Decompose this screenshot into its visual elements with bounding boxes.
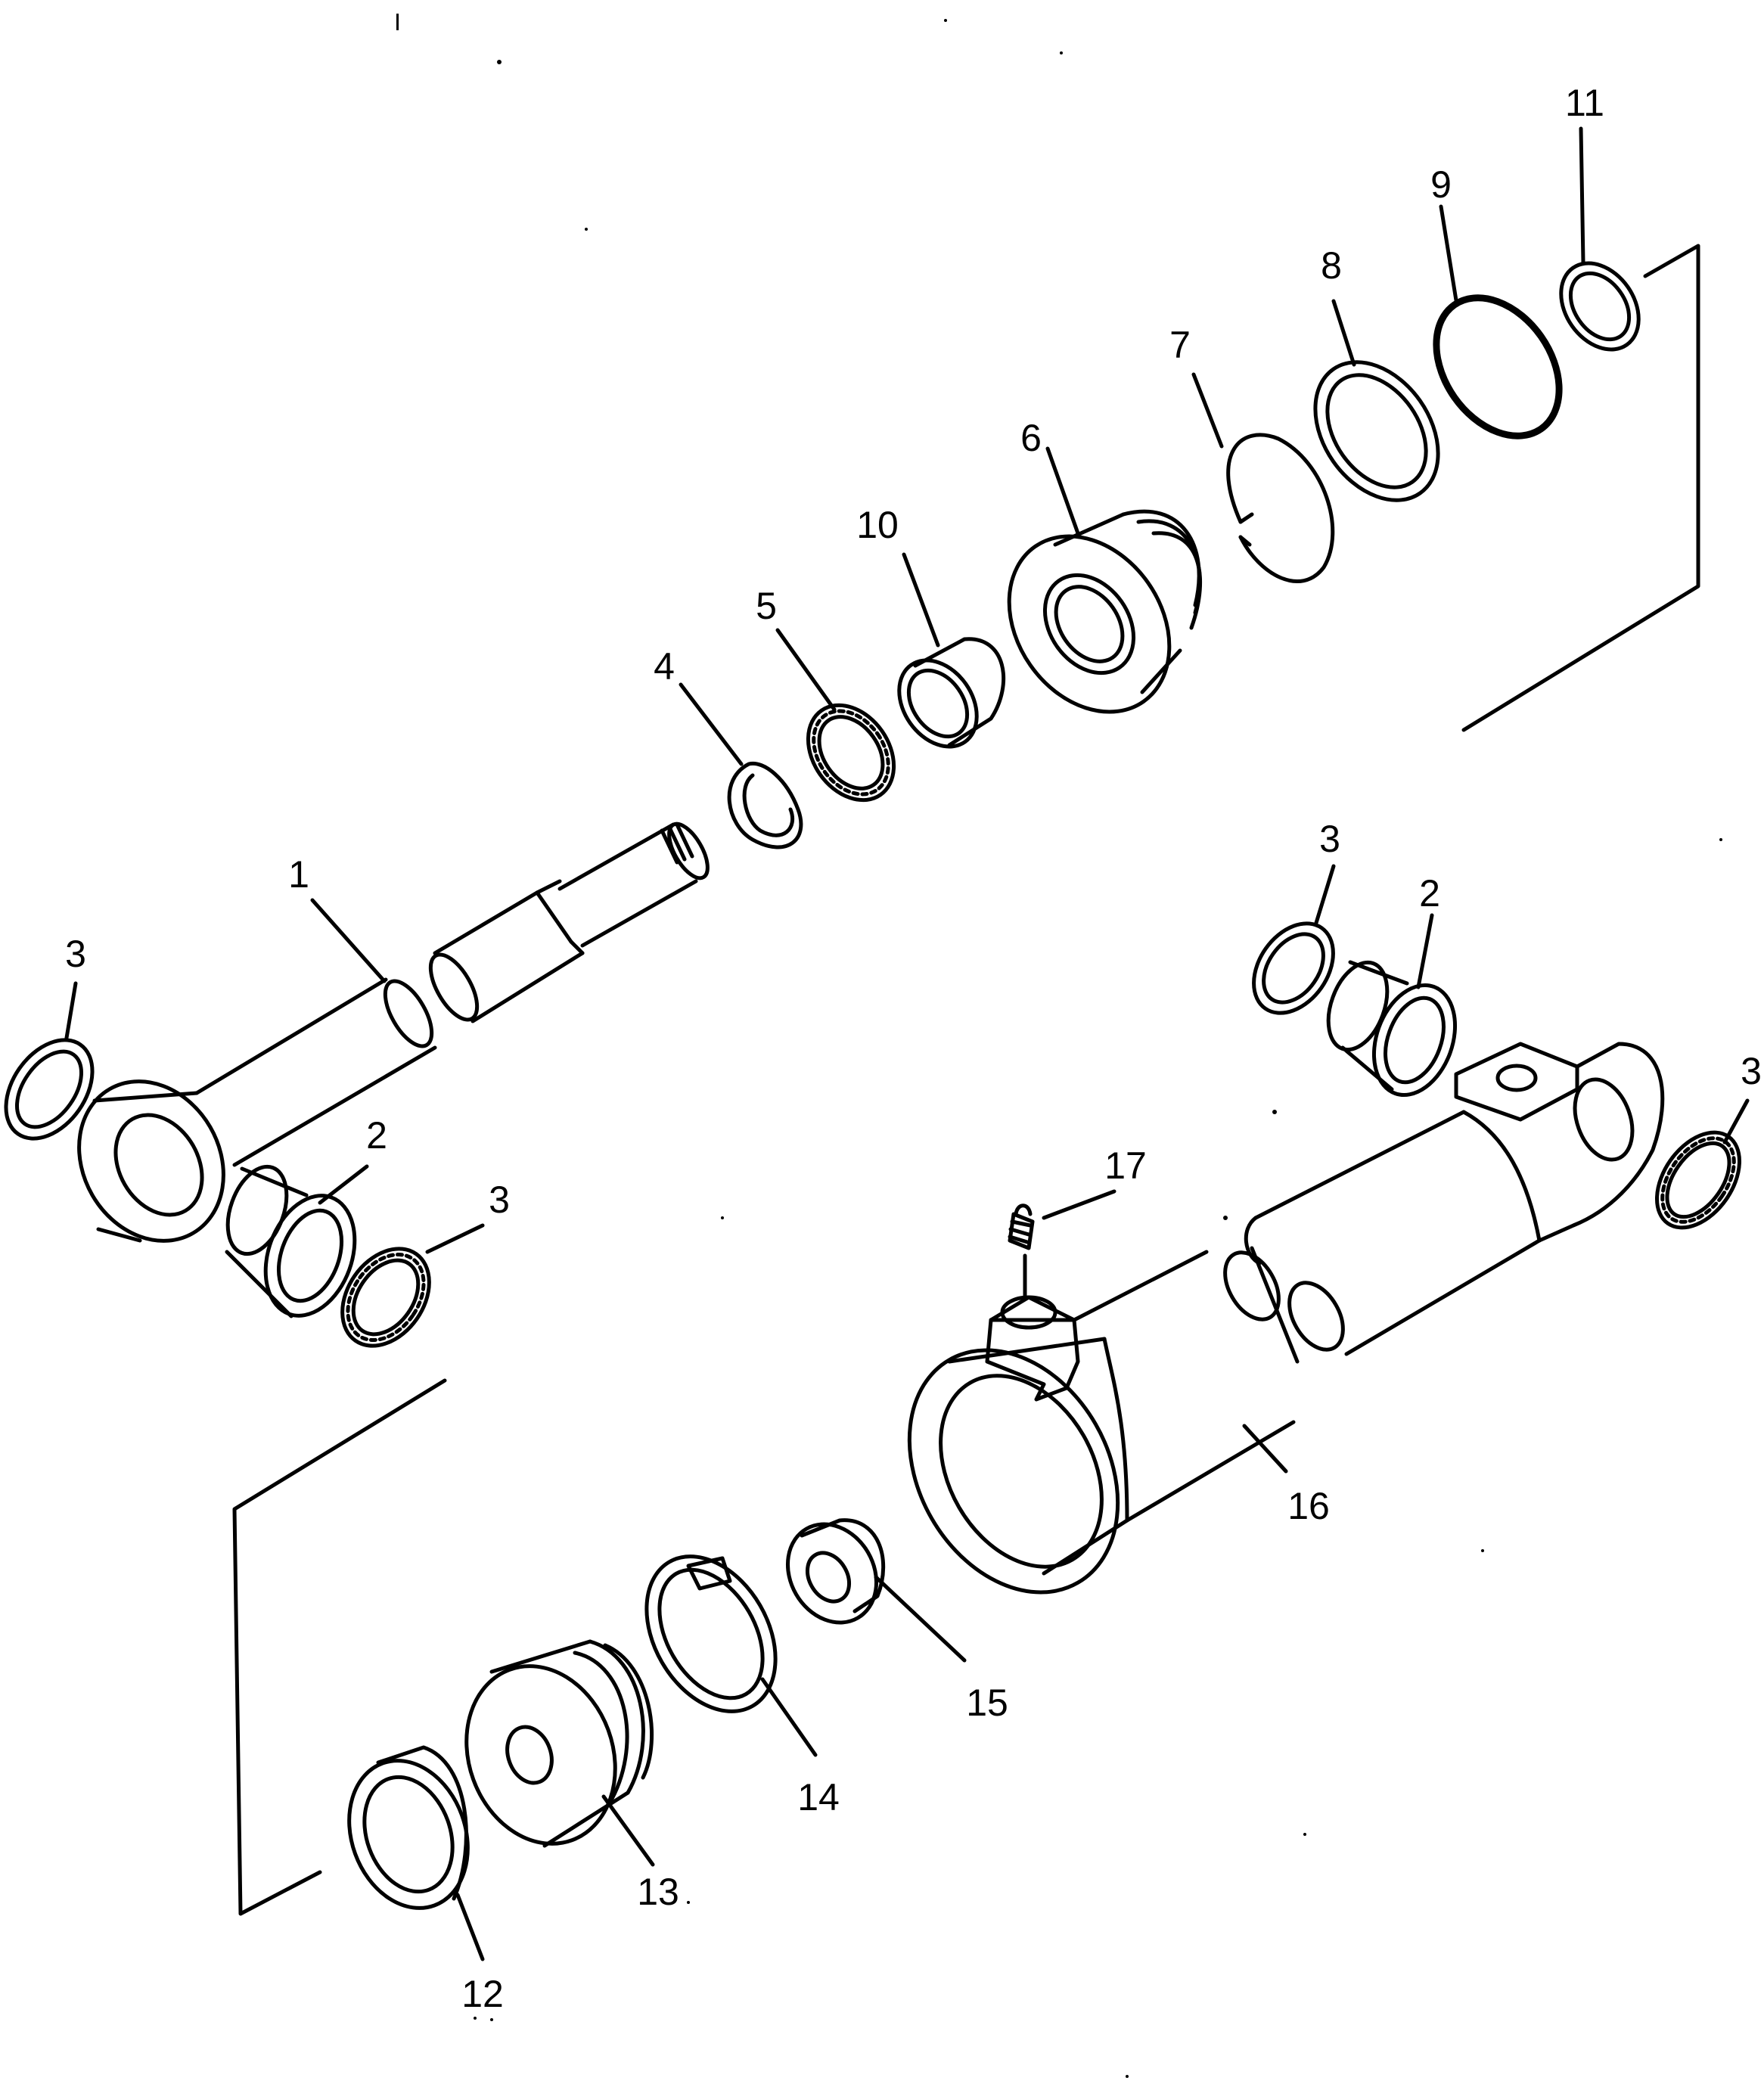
piston	[464, 1639, 654, 1848]
callout-11: 11	[1565, 82, 1604, 124]
piston-nut	[785, 1518, 886, 1625]
callout-3-left-upper: 3	[65, 933, 86, 975]
callout-9: 9	[1430, 163, 1452, 206]
callout-15: 15	[966, 1682, 1008, 1724]
cylinder-tube	[907, 1042, 1665, 1595]
leader-lines	[64, 126, 1750, 1961]
bushing-right	[1326, 960, 1458, 1098]
snap-ring	[727, 761, 803, 849]
callout-2-left: 2	[366, 1114, 387, 1157]
callout-7: 7	[1169, 324, 1191, 366]
callout-4: 4	[654, 645, 675, 688]
piston-seal	[347, 1745, 470, 1910]
rod-seal	[1559, 261, 1641, 352]
callout-12: 12	[461, 1973, 504, 2015]
callout-3-right-lower: 3	[1741, 1050, 1762, 1092]
callout-5: 5	[756, 585, 777, 627]
callout-17: 17	[1104, 1144, 1147, 1187]
callout-13: 13	[637, 1871, 679, 1913]
piston-wear-ring	[644, 1554, 778, 1713]
dust-seal-right-1	[1252, 921, 1335, 1015]
retaining-ring	[1226, 433, 1335, 583]
dust-seal-left-2	[340, 1247, 431, 1348]
callout-labels: 1 3 2 3 4 5 10 6 7 8 9 11 3 2 3 17 16 15…	[65, 82, 1762, 2015]
scan-specks	[396, 14, 1722, 2078]
bracket-upper	[1461, 244, 1700, 732]
o-ring	[1433, 294, 1563, 439]
callout-3-right-upper: 3	[1319, 818, 1340, 860]
cylinder-head	[1007, 509, 1202, 714]
dust-seal-left-1	[4, 1038, 95, 1141]
bushing-left	[225, 1164, 357, 1318]
callout-1: 1	[288, 853, 309, 896]
wear-ring	[806, 703, 896, 803]
callout-6: 6	[1020, 417, 1042, 459]
callout-2-right: 2	[1419, 872, 1440, 915]
callout-3-left-lower: 3	[489, 1179, 510, 1221]
callout-14: 14	[797, 1776, 840, 1818]
callout-8: 8	[1321, 244, 1342, 287]
callout-16: 16	[1287, 1485, 1330, 1527]
bracket-lower	[232, 1378, 447, 1916]
rod-bushing	[897, 637, 1006, 749]
callout-10: 10	[856, 504, 899, 546]
piston-rod	[77, 821, 710, 1243]
backup-ring	[1313, 360, 1440, 502]
grease-fitting	[1008, 1203, 1035, 1300]
